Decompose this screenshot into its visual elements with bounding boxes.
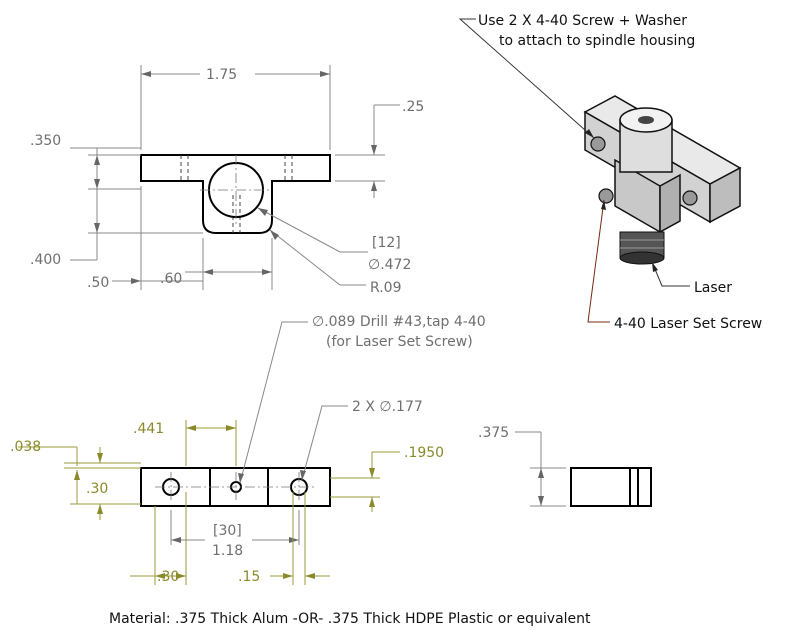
arrowhead [270,230,279,240]
label-laser: Laser [694,280,732,296]
iso-set-screw-head [598,188,614,204]
dim-hole-height: .30 [86,481,108,497]
note-screw-line1: Use 2 X 4-40 Screw + Washer [478,13,687,29]
arrowhead [97,504,103,514]
side-view-outline [570,467,652,507]
arrowhead [186,425,196,431]
arrowhead [94,155,100,165]
dim-fillet-radius: R.09 [370,280,402,296]
arrowhead [289,537,299,543]
arrowhead [369,497,375,507]
arrowhead [538,468,544,478]
iso-screw-head [682,190,698,206]
dim-stem-width: .60 [160,271,182,287]
label-set-screw: 4-40 Laser Set Screw [614,316,762,332]
material-note: Material: .375 Thick Alum -OR- .375 Thic… [109,611,591,627]
arrowhead [94,179,100,189]
front-view-outline [140,467,331,507]
dim-width: 1.75 [206,67,237,83]
arrowhead [141,71,151,77]
side-view: .375 [478,425,652,507]
dim-top-offset: .25 [402,99,424,115]
leader-line [301,405,348,481]
leader-line [587,199,610,323]
iso-laser-bore [638,116,654,124]
note-screw-line2: to attach to spindle housing [499,33,695,49]
arrowhead [155,573,165,579]
arrowhead [171,537,181,543]
arrowhead [258,208,268,216]
dim-spacing: 1.18 [212,543,243,559]
front-view: ∅.089 Drill #43,tap 4-40 (for Laser Set … [10,314,486,585]
arrowhead [131,278,141,284]
top-view-outline [140,154,331,234]
arrowhead [320,71,330,77]
arrowhead [300,470,306,480]
arrowhead [176,573,186,579]
arrowhead [74,470,80,480]
arrowhead [371,181,377,191]
dim-thickness: .375 [478,425,509,441]
dim-total-height: .400 [30,252,61,268]
arrowhead [94,223,100,233]
note-holes: 2 X ∅.177 [352,399,423,415]
leader-line [651,261,690,287]
dim-bottom-right: .15 [238,569,260,585]
dim-edge-offset: .038 [10,439,41,455]
dim-flange-height: .350 [30,133,61,149]
iso-laser-bottom [619,251,665,265]
dim-bottom-left: .30 [157,569,179,585]
leader-line [257,207,368,253]
iso-stem-side [659,173,681,234]
leader-line [239,321,308,484]
dim-right-offset: .1950 [404,445,444,461]
arrowhead [369,468,375,478]
dim-spacing-mm: [30] [213,523,242,539]
arrowhead [305,573,315,579]
arrowhead [226,425,236,431]
arrowhead [97,453,103,463]
arrowhead [262,269,272,275]
arrowhead [371,145,377,155]
arrowhead [238,473,244,483]
iso-screw-head [590,136,606,152]
note-drill-line1: ∅.089 Drill #43,tap 4-40 [312,314,486,330]
dim-bore-diameter: ∅.472 [368,257,411,273]
dim-left-step: .50 [87,275,109,291]
arrowhead [283,573,293,579]
arrowhead [652,262,658,272]
top-view: 1.75 .25 .350 .400 .50 [30,65,424,296]
arrowhead [203,269,213,275]
arrowhead [538,496,544,506]
iso-flange-side [709,166,741,224]
dim-left-offset: .441 [133,421,164,437]
dim-bore-mm: [12] [372,235,401,251]
arrowhead [601,200,606,210]
iso-view: Use 2 X 4-40 Screw + Washer to attach to… [458,13,762,332]
leader-line [269,229,366,286]
note-drill-line2: (for Laser Set Screw) [326,334,473,350]
arrowhead [585,129,594,138]
leader-line [458,18,595,139]
